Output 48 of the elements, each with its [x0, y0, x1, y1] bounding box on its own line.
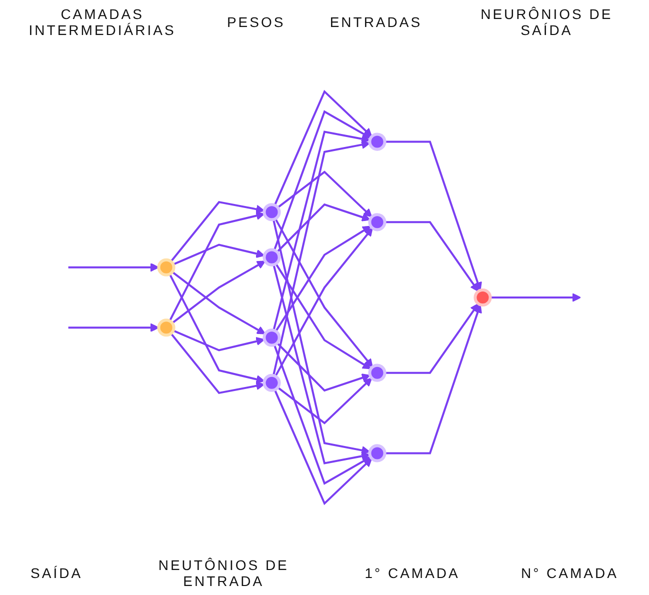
annotation-label: N° CAMADA [520, 565, 618, 581]
arrow [274, 263, 372, 370]
arrow [273, 110, 372, 251]
arrow [273, 344, 372, 485]
annotation-label: PESOS [226, 14, 286, 30]
arrow [168, 274, 265, 384]
node-circle [368, 444, 386, 462]
node-circle [262, 203, 281, 222]
arrow [172, 330, 265, 352]
arrow [168, 211, 265, 322]
node-circle [368, 132, 386, 151]
node-circle [368, 364, 386, 382]
arrow [170, 200, 265, 262]
arrow [272, 130, 370, 331]
annotation-label: NEUTÔNIOS DE ENTRADA [157, 557, 290, 589]
arrow [274, 389, 372, 506]
annotation-label: 1° CAMADA [364, 565, 460, 581]
node-circle [262, 248, 281, 266]
arrow [384, 303, 479, 374]
arrow [276, 342, 370, 392]
arrow [170, 332, 265, 394]
arrow [274, 226, 372, 332]
arrow [272, 219, 370, 455]
arrow [172, 244, 265, 266]
arrow [384, 304, 482, 454]
arrow [68, 262, 160, 272]
arrow [384, 140, 482, 291]
arrow [272, 140, 370, 376]
arrow [277, 170, 372, 218]
annotation-label: NEURÔNIOS DE SAÍDA [480, 6, 614, 38]
arrow [172, 271, 266, 334]
arrow [172, 260, 266, 324]
arrow [276, 203, 370, 253]
arrow [490, 293, 582, 302]
node-circle [157, 258, 176, 276]
node-circle [262, 328, 281, 347]
annotation-label: SAÍDA [30, 565, 83, 581]
node-circle [262, 374, 281, 392]
arrow [272, 264, 370, 464]
node-circle [474, 288, 492, 307]
node-circle [157, 318, 176, 337]
node-circle [368, 213, 386, 232]
arrow [68, 323, 160, 332]
annotation-label: ENTRADAS [330, 14, 422, 30]
arrow [277, 378, 372, 424]
arrow [274, 90, 372, 206]
arrow [384, 221, 479, 292]
annotation-label: CAMADAS INTERMEDIÁRIAS [28, 6, 177, 38]
